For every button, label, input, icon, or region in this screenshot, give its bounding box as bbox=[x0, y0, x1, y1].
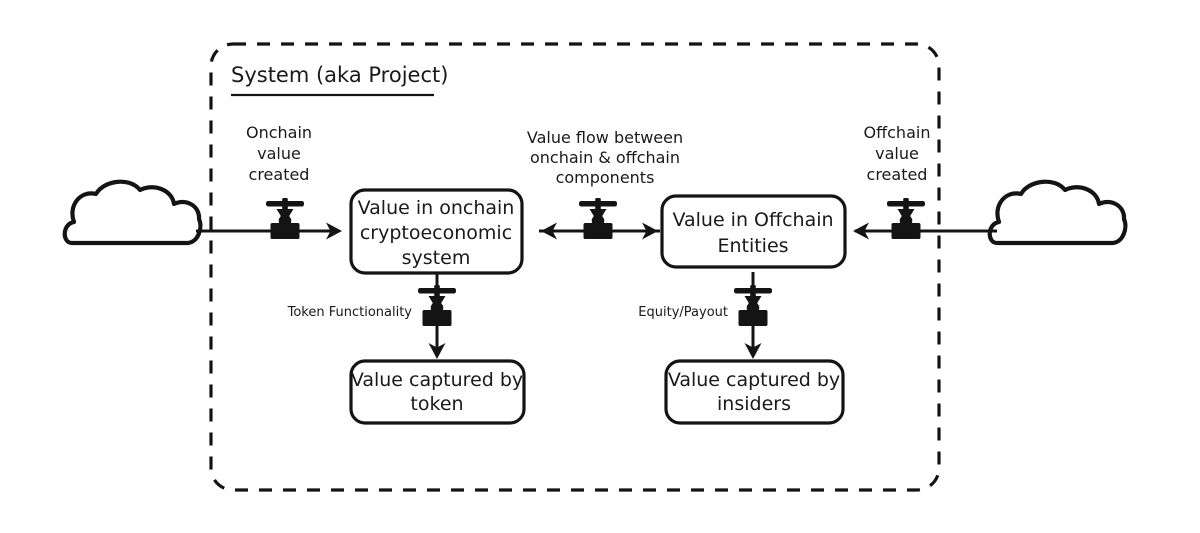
onchain-cloud-label: Onchain value created bbox=[246, 123, 312, 184]
node-token-capture-label-line-1: Value captured by bbox=[351, 369, 523, 391]
onchain-cloud-label-line-1: Onchain bbox=[246, 123, 312, 142]
system-boundary bbox=[209, 42, 941, 492]
node-offchain-entities-label-line-1: Value in Offchain bbox=[672, 209, 833, 231]
node-offchain-entities-label-line-2: Entities bbox=[717, 235, 788, 257]
node-value-in-offchain-entities[interactable]: Value in Offchain Entities bbox=[660, 194, 847, 269]
arrow-onchain-cloud-to-system bbox=[196, 222, 342, 240]
value-flow-label-line-2: onchain & offchain bbox=[530, 148, 680, 167]
node-value-captured-by-token[interactable]: Value captured by token bbox=[349, 359, 526, 425]
node-value-captured-by-insiders[interactable]: Value captured by insiders bbox=[664, 359, 845, 425]
valve-icon-token-functionality bbox=[418, 285, 456, 326]
value-flow-label-line-1: Value flow between bbox=[527, 128, 683, 147]
node-insider-capture-label-line-1: Value captured by bbox=[668, 369, 840, 391]
node-value-in-onchain-cryptoeconomic-system[interactable]: Value in onchain cryptoeconomic system bbox=[349, 188, 524, 275]
node-token-capture-label-line-2: token bbox=[410, 393, 463, 415]
arrow-offchain-cloud-to-entities bbox=[853, 222, 997, 240]
offchain-cloud-label-line-1: Offchain bbox=[864, 123, 931, 142]
onchain-cloud-label-line-2: value bbox=[257, 144, 301, 163]
node-onchain-system-label-line-3: system bbox=[402, 247, 471, 269]
equity-payout-label: Equity/Payout bbox=[638, 305, 728, 320]
token-functionality-label: Token Functionality bbox=[287, 305, 413, 320]
valve-icon-onchain-inflow bbox=[266, 198, 304, 239]
value-flow-label: Value flow between onchain & offchain co… bbox=[527, 128, 683, 187]
onchain-cloud-label-line-3: created bbox=[249, 165, 310, 184]
valve-icon-value-flow bbox=[579, 198, 617, 239]
onchain-value-cloud bbox=[62, 179, 203, 246]
offchain-value-cloud bbox=[987, 179, 1128, 246]
valve-icon-equity-payout bbox=[734, 285, 772, 326]
system-title: System (aka Project) bbox=[231, 63, 448, 87]
node-onchain-system-label-line-2: cryptoeconomic bbox=[360, 222, 512, 244]
value-flow-label-line-3: components bbox=[556, 168, 655, 187]
offchain-cloud-label-line-2: value bbox=[875, 144, 919, 163]
valve-icon-offchain-inflow bbox=[887, 198, 925, 239]
offchain-cloud-label-line-3: created bbox=[867, 165, 928, 184]
node-onchain-system-label-line-1: Value in onchain bbox=[358, 197, 515, 219]
offchain-cloud-label: Offchain value created bbox=[864, 123, 931, 184]
node-insider-capture-label-line-2: insiders bbox=[717, 393, 791, 415]
